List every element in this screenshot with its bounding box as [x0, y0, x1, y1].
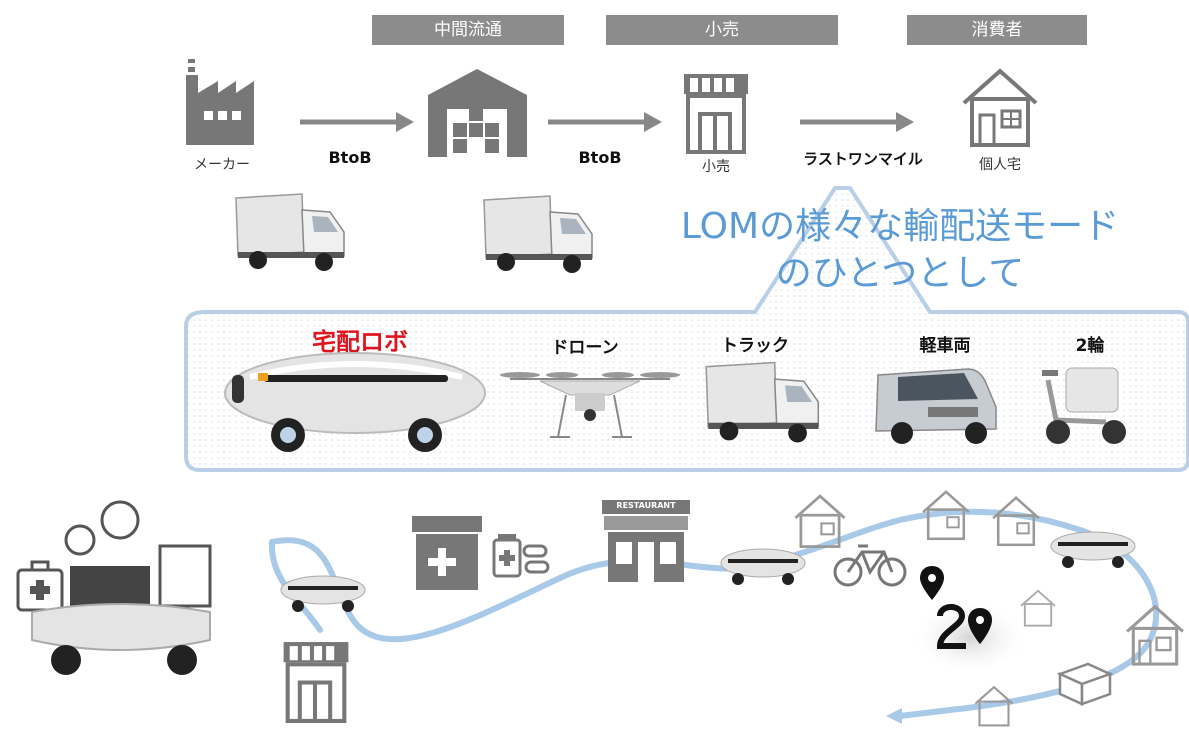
- home-label: 個人宅: [979, 157, 1021, 173]
- house-icon-map-2: [922, 490, 970, 541]
- restaurant-icon: [602, 500, 690, 582]
- retail-label: 小売: [702, 159, 730, 175]
- shop-icon-bottom: [283, 642, 349, 723]
- house-icon-map-4: [1020, 589, 1056, 627]
- light-van-image: [875, 368, 997, 444]
- medicine-icon: [492, 534, 550, 578]
- arrow-3: [800, 112, 914, 132]
- arrow-2: [548, 112, 662, 132]
- mode-label-drone: ドローン: [551, 338, 619, 358]
- retail-shop-icon: [684, 74, 748, 154]
- stage-consumer-header: 消費者: [907, 15, 1087, 45]
- route-robot-1: [280, 575, 366, 612]
- route-robot-3: [1050, 531, 1136, 568]
- house-icon-map-5: [1126, 604, 1184, 666]
- truck-image-2: [483, 195, 593, 273]
- mode-label-truck: トラック: [721, 336, 789, 356]
- mode-label-two-wheeler: 2輪: [1075, 336, 1105, 356]
- three-wheel-scooter-image: [1042, 367, 1126, 444]
- stage-retail-header: 小売: [606, 15, 838, 45]
- mode-label-robot: 宅配ロボ: [312, 328, 408, 356]
- house-icon: [962, 68, 1038, 147]
- mode-label-light-vehicle: 軽車両: [919, 336, 971, 356]
- house-icon-map-3: [992, 496, 1040, 547]
- bicycle-icon: [833, 544, 907, 587]
- last-one-mile-label: ラストワンマイル: [803, 150, 923, 168]
- factory-icon: [186, 59, 254, 145]
- house-icon-map-1: [794, 494, 846, 548]
- drone-image: [500, 372, 680, 438]
- parcel-icon: [1056, 662, 1114, 706]
- route-pin-icon: [912, 566, 1028, 668]
- arrow-1: [300, 112, 414, 132]
- headline-line-2: のひとつとして: [775, 253, 1025, 294]
- warehouse-icon: [428, 69, 527, 157]
- maker-label: メーカー: [194, 157, 250, 173]
- house-icon-map-6: [974, 685, 1014, 727]
- delivery-robot-image: [224, 352, 486, 452]
- restaurant-sign: RESTAURANT: [616, 501, 676, 510]
- loaded-delivery-robot-image: [16, 500, 212, 675]
- stage-wholesale-header: 中間流通: [372, 15, 564, 45]
- headline-line-1: LOMの様々な輸配送モード: [680, 206, 1120, 247]
- btob-label-2: BtoB: [578, 148, 622, 167]
- truck-mode-image: [705, 361, 820, 443]
- truck-image-1: [235, 193, 345, 271]
- btob-label-1: BtoB: [328, 148, 372, 167]
- route-robot-2: [720, 548, 806, 585]
- pharmacy-store-icon: [412, 516, 482, 590]
